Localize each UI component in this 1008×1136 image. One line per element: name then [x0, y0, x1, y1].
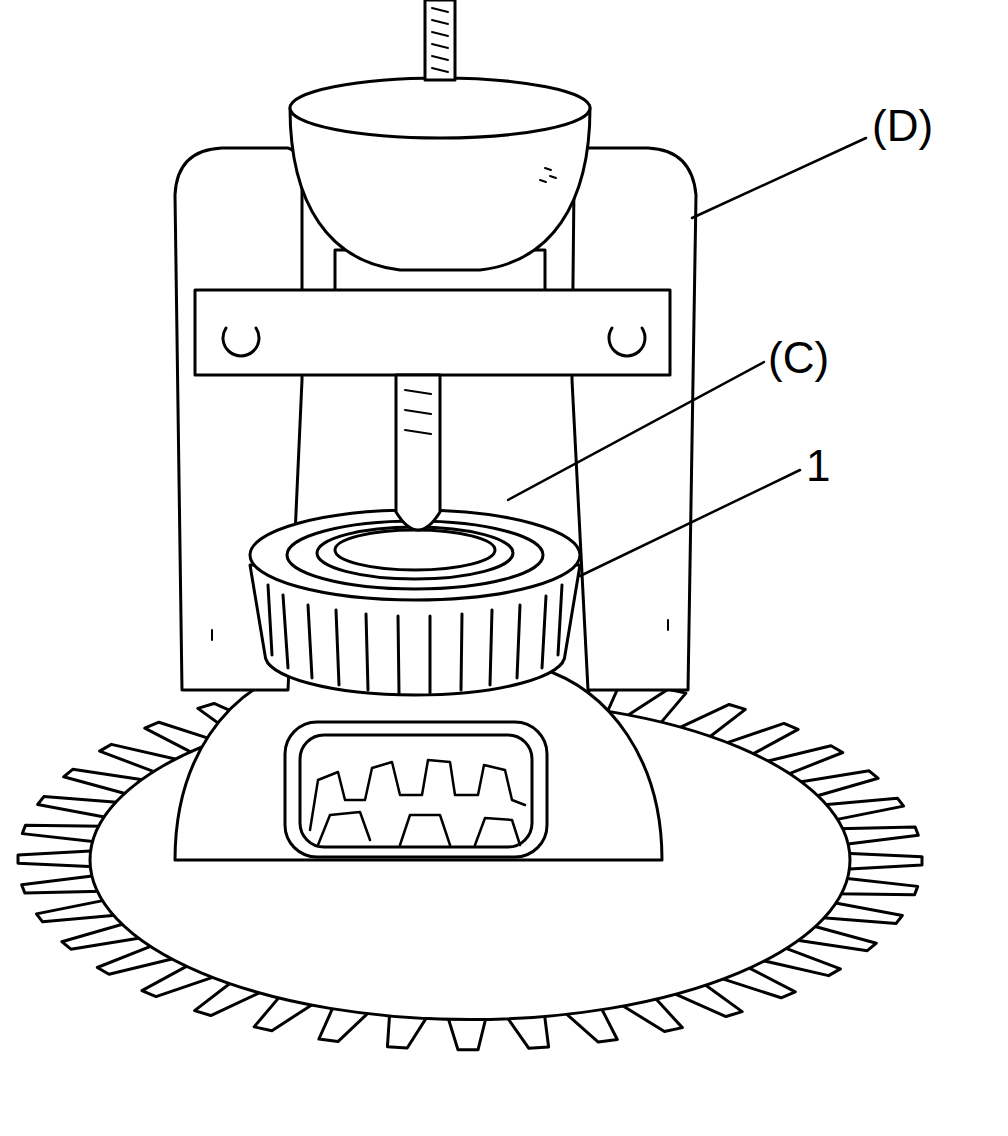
leader-line	[692, 138, 866, 218]
callout-label: (C)	[768, 336, 829, 380]
leader-line	[580, 470, 800, 576]
leader-line	[508, 362, 764, 500]
callout-label: (D)	[872, 104, 933, 148]
callout-label: 1	[806, 444, 830, 488]
